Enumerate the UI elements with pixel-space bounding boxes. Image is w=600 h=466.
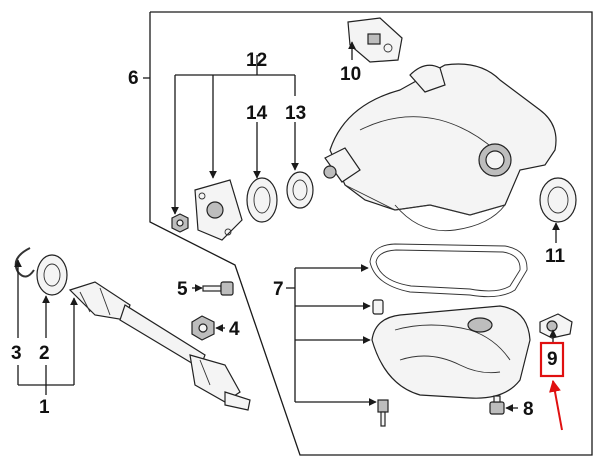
cover-gasket <box>369 243 528 298</box>
pinion-seal <box>246 177 278 223</box>
differential-housing <box>323 63 557 232</box>
callout-6: 6 <box>128 68 139 89</box>
axle-shaft <box>68 281 251 411</box>
callout-3: 3 <box>11 343 22 364</box>
highlight-box <box>539 341 565 378</box>
callout-14: 14 <box>246 103 268 124</box>
callout-2: 2 <box>39 343 50 364</box>
callout-7: 7 <box>273 279 284 300</box>
temperature-sensor <box>539 313 573 339</box>
dowel-pin <box>372 299 384 315</box>
callout-11: 11 <box>545 246 566 267</box>
highlight-marker <box>539 341 565 431</box>
callout-12: 12 <box>246 50 267 71</box>
leader-lines <box>14 41 560 412</box>
assembly-frame <box>149 11 593 456</box>
callout-4: 4 <box>229 319 240 340</box>
pinion-flange <box>194 179 243 241</box>
mounting-bolt <box>202 281 234 296</box>
callout-9: 9 <box>547 349 558 370</box>
callout-labels: 10 6 12 14 13 11 7 5 4 8 9 3 2 1 <box>11 50 566 420</box>
highlight-arrow <box>549 379 563 431</box>
seal-ring <box>539 177 577 223</box>
pinion-ring <box>286 171 314 209</box>
axle-seal <box>36 254 68 296</box>
callout-10: 10 <box>340 64 361 85</box>
callout-8: 8 <box>523 399 534 420</box>
cover-bolt <box>377 399 389 427</box>
drain-plug <box>489 395 505 415</box>
callout-13: 13 <box>285 103 306 124</box>
mounting-nut <box>191 315 215 341</box>
callout-1: 1 <box>39 397 50 418</box>
actuator-module <box>347 17 403 63</box>
differential-cover <box>371 305 531 399</box>
callout-5: 5 <box>177 279 188 300</box>
pinion-nut <box>171 213 189 233</box>
